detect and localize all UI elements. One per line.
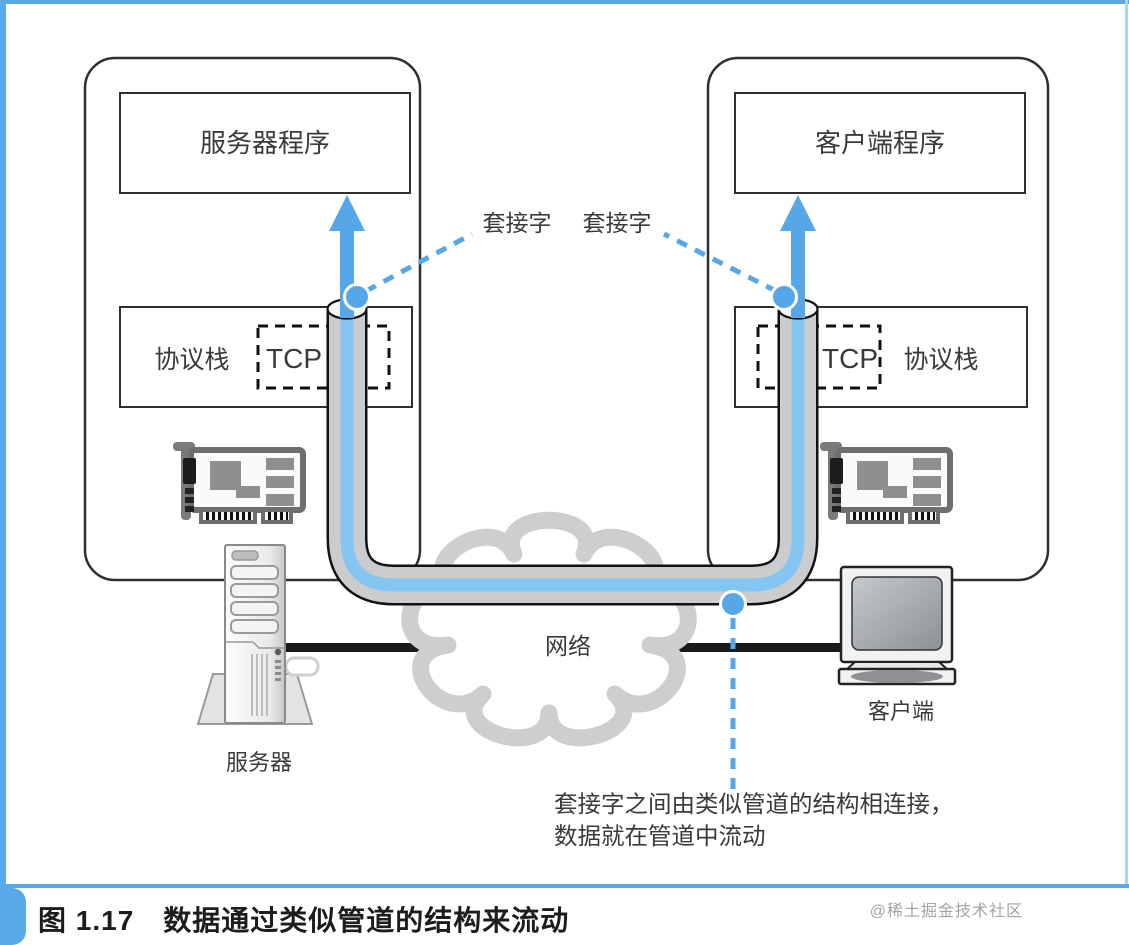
pipe-annotation-line2: 数据就在管道中流动 <box>554 823 766 849</box>
figure-caption: 图 1.17 数据通过类似管道的结构来流动 <box>38 905 570 936</box>
page-top-border <box>0 0 1129 4</box>
monitor-icon <box>837 565 957 686</box>
watermark: @稀土掘金技术社区 <box>869 903 1023 920</box>
client-protocol-label: 协议栈 <box>903 346 978 374</box>
network-label: 网络 <box>545 633 591 659</box>
server-arrow-up-icon <box>329 195 365 318</box>
client-socket-dot <box>770 283 798 311</box>
pipe-annotation-line1: 套接字之间由类似管道的结构相连接， <box>554 791 954 817</box>
server-program-box <box>119 92 411 194</box>
client-socket-callout-line <box>662 231 778 294</box>
pipe-socket-dot <box>719 590 747 618</box>
caption-rule <box>0 884 1129 888</box>
server-device-label: 服务器 <box>226 750 292 775</box>
server-network-card-icon <box>173 442 303 522</box>
server-tcp-dashed-box <box>256 324 391 390</box>
client-socket-label: 套接字 <box>583 210 652 236</box>
server-socket-label: 套接字 <box>483 210 552 236</box>
network-cloud-shape <box>401 511 697 747</box>
socket-pipe-diagram: 服务器程序 客户端程序 协议栈 协议栈 TCP TCP 网络 <box>83 56 1050 849</box>
server-tower-icon <box>196 544 320 725</box>
client-network-card-icon <box>820 442 950 522</box>
caption-tab <box>0 888 26 945</box>
server-program-label: 服务器程序 <box>200 128 330 158</box>
server-protocol-label: 协议栈 <box>154 346 229 374</box>
client-program-label: 客户端程序 <box>815 128 945 158</box>
client-tcp-label: TCP <box>822 343 878 374</box>
client-tcp-dashed-box <box>756 324 882 390</box>
server-socket-dot <box>343 283 371 311</box>
page-left-border <box>0 0 6 888</box>
server-socket-callout-line <box>364 231 474 294</box>
client-program-box <box>734 92 1026 194</box>
page-right-border <box>1125 0 1128 884</box>
pipe <box>326 309 819 606</box>
client-arrow-up-icon <box>780 195 816 318</box>
server-tcp-label: TCP <box>266 343 322 374</box>
client-device-label: 客户端 <box>868 699 934 724</box>
